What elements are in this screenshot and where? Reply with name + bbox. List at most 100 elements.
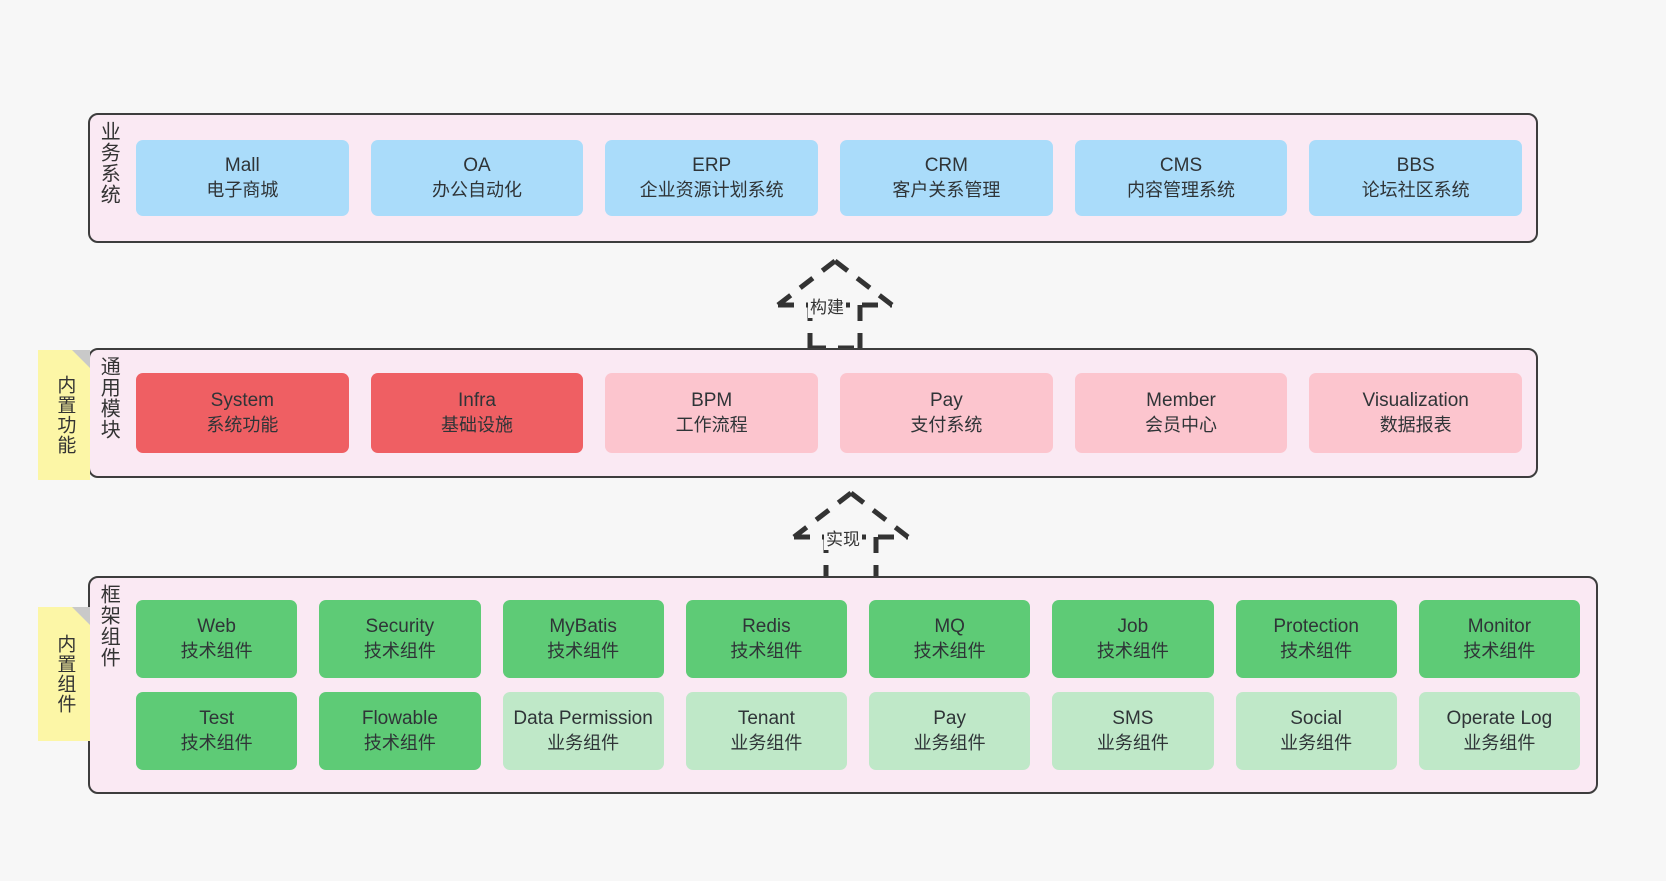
node-protection[interactable]: Protection 技术组件 <box>1235 600 1397 678</box>
sticky-note-builtin-components[interactable]: 内置组件 <box>38 607 90 741</box>
node-row-tech: Web 技术组件 Security 技术组件 MyBatis 技术组件 Redi… <box>136 600 1580 678</box>
node-mybatis[interactable]: MyBatis 技术组件 <box>502 600 664 678</box>
node-label-en: Operate Log <box>1446 708 1553 730</box>
node-label-cn: 工作流程 <box>675 414 748 435</box>
node-oa[interactable]: OA 办公自动化 <box>370 140 584 216</box>
node-bpm[interactable]: BPM 工作流程 <box>605 373 819 453</box>
node-label-cn: 技术组件 <box>363 640 436 661</box>
node-label-cn: 企业资源计划系统 <box>639 179 784 200</box>
node-pay-module[interactable]: Pay 支付系统 <box>840 373 1053 453</box>
node-monitor[interactable]: Monitor 技术组件 <box>1418 600 1580 678</box>
node-visualization[interactable]: Visualization 数据报表 <box>1309 373 1523 453</box>
node-label-en: Flowable <box>361 708 438 730</box>
node-label-en: Test <box>199 708 235 730</box>
node-label-en: CMS <box>1159 155 1203 177</box>
node-label-en: CRM <box>924 155 968 177</box>
node-bbs[interactable]: BBS 论坛社区系统 <box>1309 140 1523 216</box>
arrow-build-label: 构建 <box>808 293 846 318</box>
sticky-note-text: 内置功能 <box>54 375 76 455</box>
node-label-cn: 技术组件 <box>363 732 436 753</box>
node-label-en: Web <box>197 616 236 638</box>
arrow-head-right-edge <box>833 259 894 307</box>
sticky-note-text: 内置组件 <box>54 634 76 714</box>
node-label-en: Visualization <box>1362 390 1469 412</box>
node-web[interactable]: Web 技术组件 <box>136 600 298 678</box>
layer-title-common-text: 通用模块 <box>97 356 120 440</box>
node-label-cn: 论坛社区系统 <box>1361 179 1470 200</box>
node-row: System 系统功能 Infra 基础设施 BPM 工作流程 Pay 支付系统… <box>136 373 1523 453</box>
node-label-cn: 技术组件 <box>547 640 620 661</box>
layer-title-frame-text: 框架组件 <box>97 584 120 668</box>
node-infra[interactable]: Infra 基础设施 <box>370 373 584 453</box>
node-erp[interactable]: ERP 企业资源计划系统 <box>605 140 819 216</box>
node-label-cn: 业务组件 <box>547 732 620 753</box>
node-crm[interactable]: CRM 客户关系管理 <box>840 140 1053 216</box>
node-label-en: OA <box>463 155 491 177</box>
node-label-en: MyBatis <box>549 616 617 638</box>
node-label-cn: 电子商城 <box>206 179 279 200</box>
node-label-en: Data Permission <box>513 708 653 730</box>
node-label-en: Pay <box>929 390 963 412</box>
node-label-cn: 基础设施 <box>441 414 513 435</box>
node-label-cn: 数据报表 <box>1379 414 1452 435</box>
sticky-fold-corner-icon <box>72 350 90 368</box>
node-label-en: ERP <box>692 155 732 177</box>
layer-common-module[interactable]: 通用模块 System 系统功能 Infra 基础设施 BPM 工作流程 Pay <box>88 348 1538 478</box>
node-sms[interactable]: SMS 业务组件 <box>1052 692 1214 770</box>
node-label-en: Pay <box>933 708 966 730</box>
node-system[interactable]: System 系统功能 <box>136 373 349 453</box>
node-tenant[interactable]: Tenant 业务组件 <box>685 692 847 770</box>
layer-body-common: System 系统功能 Infra 基础设施 BPM 工作流程 Pay 支付系统… <box>126 350 1536 476</box>
node-label-en: MQ <box>934 616 965 638</box>
node-label-en: Monitor <box>1467 616 1532 638</box>
node-label-cn: 系统功能 <box>206 414 279 435</box>
node-label-en: Tenant <box>737 708 795 730</box>
arrow-build: 构建 <box>740 255 930 351</box>
node-flowable[interactable]: Flowable 技术组件 <box>319 692 481 770</box>
node-label-en: Security <box>365 616 435 638</box>
layer-title-common: 通用模块 <box>90 350 126 476</box>
node-member[interactable]: Member 会员中心 <box>1074 373 1288 453</box>
layer-body-frame: Web 技术组件 Security 技术组件 MyBatis 技术组件 Redi… <box>126 578 1596 792</box>
layer-title-business: 业务系统 <box>90 115 126 241</box>
node-test[interactable]: Test 技术组件 <box>136 692 298 770</box>
sticky-fold-corner-icon <box>72 607 90 625</box>
layer-body-business: Mall 电子商城 OA 办公自动化 ERP 企业资源计划系统 CRM 客户关系… <box>126 115 1536 241</box>
node-label-cn: 技术组件 <box>1280 640 1353 661</box>
sticky-note-builtin-functions[interactable]: 内置功能 <box>38 350 90 480</box>
node-label-cn: 客户关系管理 <box>892 179 1001 200</box>
layer-framework-component[interactable]: 框架组件 Web 技术组件 Security 技术组件 MyBatis 技术组件… <box>88 576 1598 794</box>
arrow-head-left-edge <box>792 491 853 539</box>
node-label-en: System <box>210 390 275 412</box>
layer-business-system[interactable]: 业务系统 Mall 电子商城 OA 办公自动化 ERP 企业资源计划系统 CRM <box>88 113 1538 243</box>
arrow-implement: 实现 <box>756 487 946 583</box>
node-label-cn: 技术组件 <box>730 640 803 661</box>
node-label-cn: 业务组件 <box>1096 732 1169 753</box>
arrow-head-left-edge <box>776 259 837 307</box>
node-label-cn: 技术组件 <box>180 640 253 661</box>
node-row: Mall 电子商城 OA 办公自动化 ERP 企业资源计划系统 CRM 客户关系… <box>136 140 1523 216</box>
arrow-implement-label: 实现 <box>824 525 862 550</box>
node-job[interactable]: Job 技术组件 <box>1052 600 1214 678</box>
node-label-cn: 业务组件 <box>1280 732 1353 753</box>
node-mq[interactable]: MQ 技术组件 <box>869 600 1031 678</box>
node-operate-log[interactable]: Operate Log 业务组件 <box>1418 692 1580 770</box>
arrow-head-right-edge <box>849 491 910 539</box>
node-row-business: Test 技术组件 Flowable 技术组件 Data Permission … <box>136 692 1580 770</box>
node-mall[interactable]: Mall 电子商城 <box>136 140 349 216</box>
node-security[interactable]: Security 技术组件 <box>319 600 481 678</box>
node-label-en: SMS <box>1112 708 1154 730</box>
node-cms[interactable]: CMS 内容管理系统 <box>1074 140 1288 216</box>
node-label-en: Protection <box>1273 616 1359 638</box>
node-label-cn: 技术组件 <box>1463 640 1536 661</box>
node-label-cn: 业务组件 <box>913 732 986 753</box>
node-label-en: Social <box>1290 708 1342 730</box>
node-redis[interactable]: Redis 技术组件 <box>685 600 847 678</box>
layer-title-business-text: 业务系统 <box>97 121 120 205</box>
node-label-cn: 业务组件 <box>730 732 803 753</box>
node-data-permission[interactable]: Data Permission 业务组件 <box>502 692 664 770</box>
node-social[interactable]: Social 业务组件 <box>1235 692 1397 770</box>
node-pay-component[interactable]: Pay 业务组件 <box>869 692 1031 770</box>
node-label-en: BPM <box>691 390 733 412</box>
